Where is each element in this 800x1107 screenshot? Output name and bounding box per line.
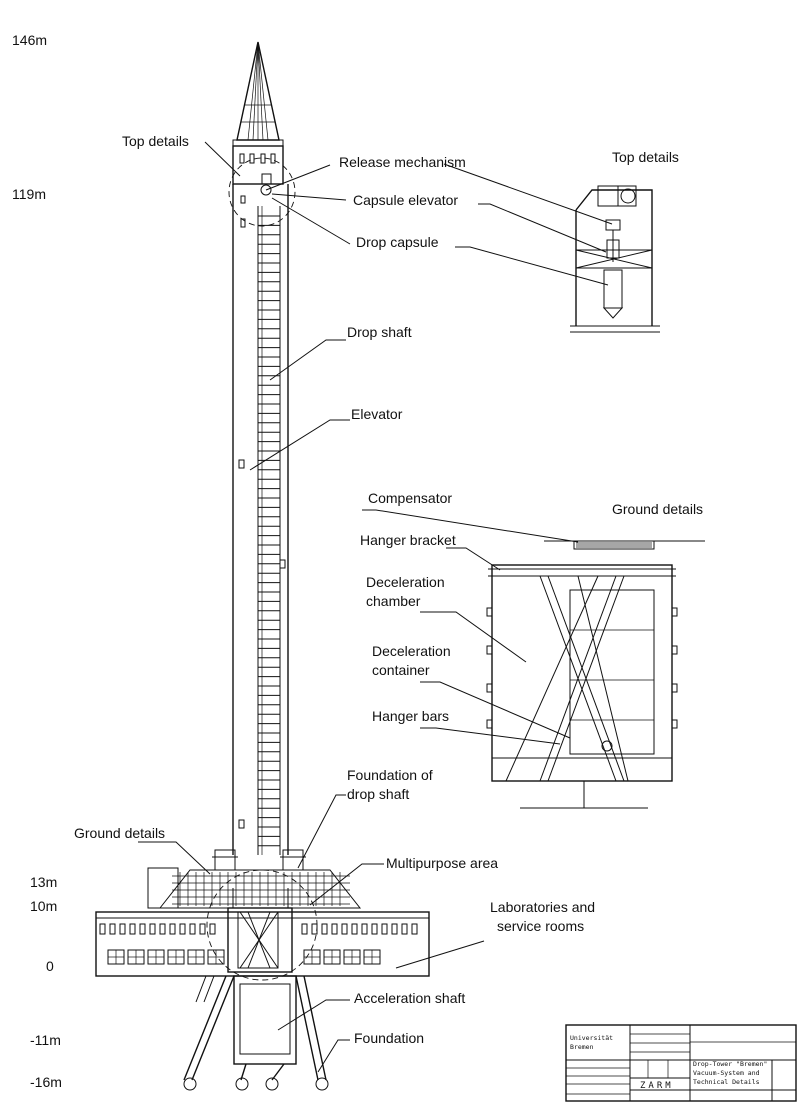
elevation-13m: 13m xyxy=(30,874,57,890)
label-elevator: Elevator xyxy=(351,406,403,422)
top-details-inset: Top details xyxy=(443,149,679,333)
elevator-rungs xyxy=(258,215,280,847)
side-tab xyxy=(671,719,678,729)
title-block-org-1: Universität xyxy=(570,1034,613,1042)
label-drop-shaft: Drop shaft xyxy=(347,324,412,340)
lab-window-upper xyxy=(301,923,308,935)
tower-shaft-body xyxy=(232,184,289,855)
label-laboratories-2: service rooms xyxy=(497,918,584,934)
label-hanger-bars: Hanger bars xyxy=(372,708,449,724)
lab-window-upper xyxy=(189,923,196,935)
label-acceleration-shaft: Acceleration shaft xyxy=(354,990,465,1006)
multipurpose-hatching xyxy=(172,872,350,906)
title-block-org-2: Bremen xyxy=(570,1043,594,1051)
side-tab xyxy=(671,645,678,655)
label-decel-container-2: container xyxy=(372,662,430,678)
elevation-0: 0 xyxy=(46,958,54,974)
lab-window-upper xyxy=(179,923,186,935)
compensator-lines xyxy=(576,542,652,548)
elevation-minus-16m: -16m xyxy=(30,1074,62,1090)
lab-window-upper xyxy=(109,923,116,935)
main-labels: Top details Release mechanism Capsule el… xyxy=(74,133,595,1046)
chamber-side-tabs xyxy=(486,607,678,729)
lab-window-upper xyxy=(371,923,378,935)
label-drop-capsule: Drop capsule xyxy=(356,234,439,250)
lab-window-upper xyxy=(169,923,176,935)
laboratory-windows xyxy=(99,923,418,965)
spire xyxy=(232,41,284,147)
lab-window-upper xyxy=(341,923,348,935)
label-decel-chamber-2: chamber xyxy=(366,593,421,609)
tower xyxy=(95,41,430,1091)
title-block-title-2: Vacuum-System and xyxy=(693,1069,760,1077)
lab-window-upper xyxy=(411,923,418,935)
title-block-logo: ZARM xyxy=(640,1081,674,1091)
lab-window-upper xyxy=(199,923,206,935)
lab-window-upper xyxy=(381,923,388,935)
label-foundation-drop-shaft-2: drop shaft xyxy=(347,786,409,802)
lab-window-upper xyxy=(159,923,166,935)
label-foundation: Foundation xyxy=(354,1030,424,1046)
label-top-details: Top details xyxy=(122,133,189,149)
lab-window-upper xyxy=(321,923,328,935)
side-tab xyxy=(486,607,493,617)
lab-window-upper xyxy=(361,923,368,935)
label-foundation-drop-shaft-1: Foundation of xyxy=(347,767,433,783)
side-tab xyxy=(671,607,678,617)
lab-window-upper xyxy=(351,923,358,935)
side-tab xyxy=(486,719,493,729)
label-compensator: Compensator xyxy=(368,490,452,506)
lab-window-upper xyxy=(119,923,126,935)
lab-window-upper xyxy=(149,923,156,935)
label-capsule-elevator: Capsule elevator xyxy=(353,192,458,208)
side-tab xyxy=(486,645,493,655)
elevation-scale: 146m 119m 13m 10m 0 -11m -16m xyxy=(12,32,62,1090)
label-laboratories-1: Laboratories and xyxy=(490,899,595,915)
label-decel-container-1: Deceleration xyxy=(372,643,451,659)
title-block: Universität Bremen Drop-Tower "Bremen" V… xyxy=(565,1024,797,1102)
top-details-title: Top details xyxy=(612,149,679,165)
leader-lines xyxy=(138,141,485,1073)
side-tab xyxy=(671,683,678,693)
lab-window-upper xyxy=(331,923,338,935)
elevation-119m: 119m xyxy=(12,186,46,202)
title-block-title-3: Technical Details xyxy=(693,1078,760,1086)
lab-window-upper xyxy=(209,923,216,935)
elevation-minus-11m: -11m xyxy=(30,1032,61,1048)
label-release-mechanism: Release mechanism xyxy=(339,154,466,170)
lab-window-upper xyxy=(391,923,398,935)
lab-window-upper xyxy=(311,923,318,935)
label-multipurpose-area: Multipurpose area xyxy=(386,855,498,871)
title-block-title-1: Drop-Tower "Bremen" xyxy=(693,1060,767,1068)
lab-window-upper xyxy=(129,923,136,935)
base-building xyxy=(95,849,430,1091)
side-tab xyxy=(486,683,493,693)
lab-window-upper xyxy=(99,923,106,935)
label-ground-details: Ground details xyxy=(74,825,165,841)
ground-details-title: Ground details xyxy=(612,501,703,517)
ground-details-inset: Ground details Compensator Hanger bracke… xyxy=(360,490,705,809)
lab-window-upper xyxy=(401,923,408,935)
label-hanger-bracket: Hanger bracket xyxy=(360,532,456,548)
label-decel-chamber-1: Deceleration xyxy=(366,574,445,590)
elevation-10m: 10m xyxy=(30,898,57,914)
lab-window-upper xyxy=(139,923,146,935)
elevation-146m: 146m xyxy=(12,32,47,48)
tower-head xyxy=(228,145,296,228)
